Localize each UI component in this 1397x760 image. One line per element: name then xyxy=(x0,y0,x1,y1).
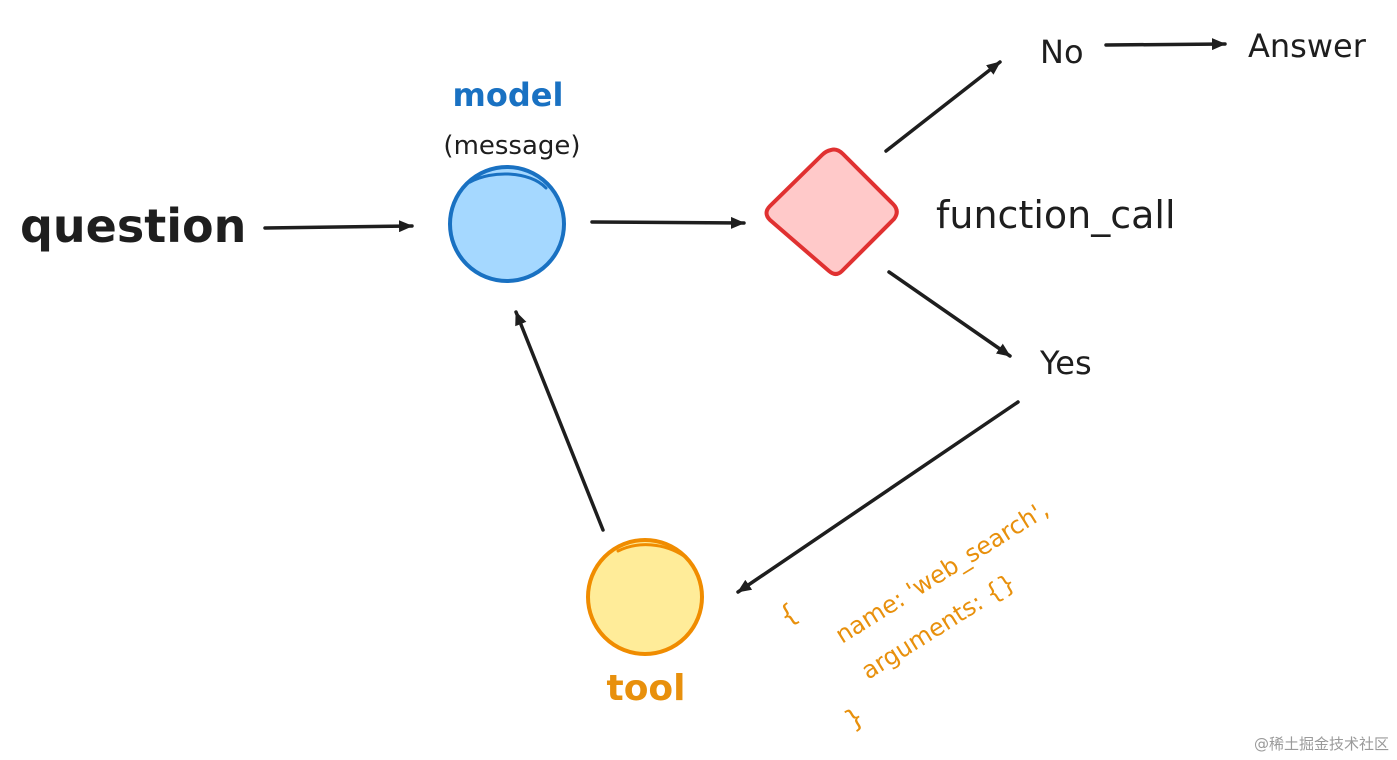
edge-yes-to-tool xyxy=(736,400,1020,594)
edge-decision-to-no xyxy=(884,60,1002,153)
model-subtitle: (message) xyxy=(443,131,580,161)
edge-question-to-model xyxy=(263,220,414,233)
function-call-label: function_call xyxy=(936,193,1176,237)
watermark: @稀土掘金技术社区 xyxy=(1253,735,1389,753)
model-title: model xyxy=(453,76,564,114)
edge-decision-to-yes xyxy=(887,270,1012,358)
edge-tool-to-model xyxy=(514,310,605,532)
tool-node xyxy=(586,538,704,656)
no-label: No xyxy=(1040,33,1084,71)
decision-node xyxy=(764,147,899,276)
answer-label: Answer xyxy=(1248,27,1367,65)
model-node xyxy=(448,165,566,283)
tool-label: tool xyxy=(606,668,685,709)
yes-label: Yes xyxy=(1039,344,1092,382)
question-label: question xyxy=(20,199,246,253)
edge-model-to-decision xyxy=(590,216,746,229)
payload-close-brace: } xyxy=(840,702,870,736)
edge-no-to-answer xyxy=(1104,38,1227,51)
payload-open-brace: { xyxy=(774,598,804,632)
